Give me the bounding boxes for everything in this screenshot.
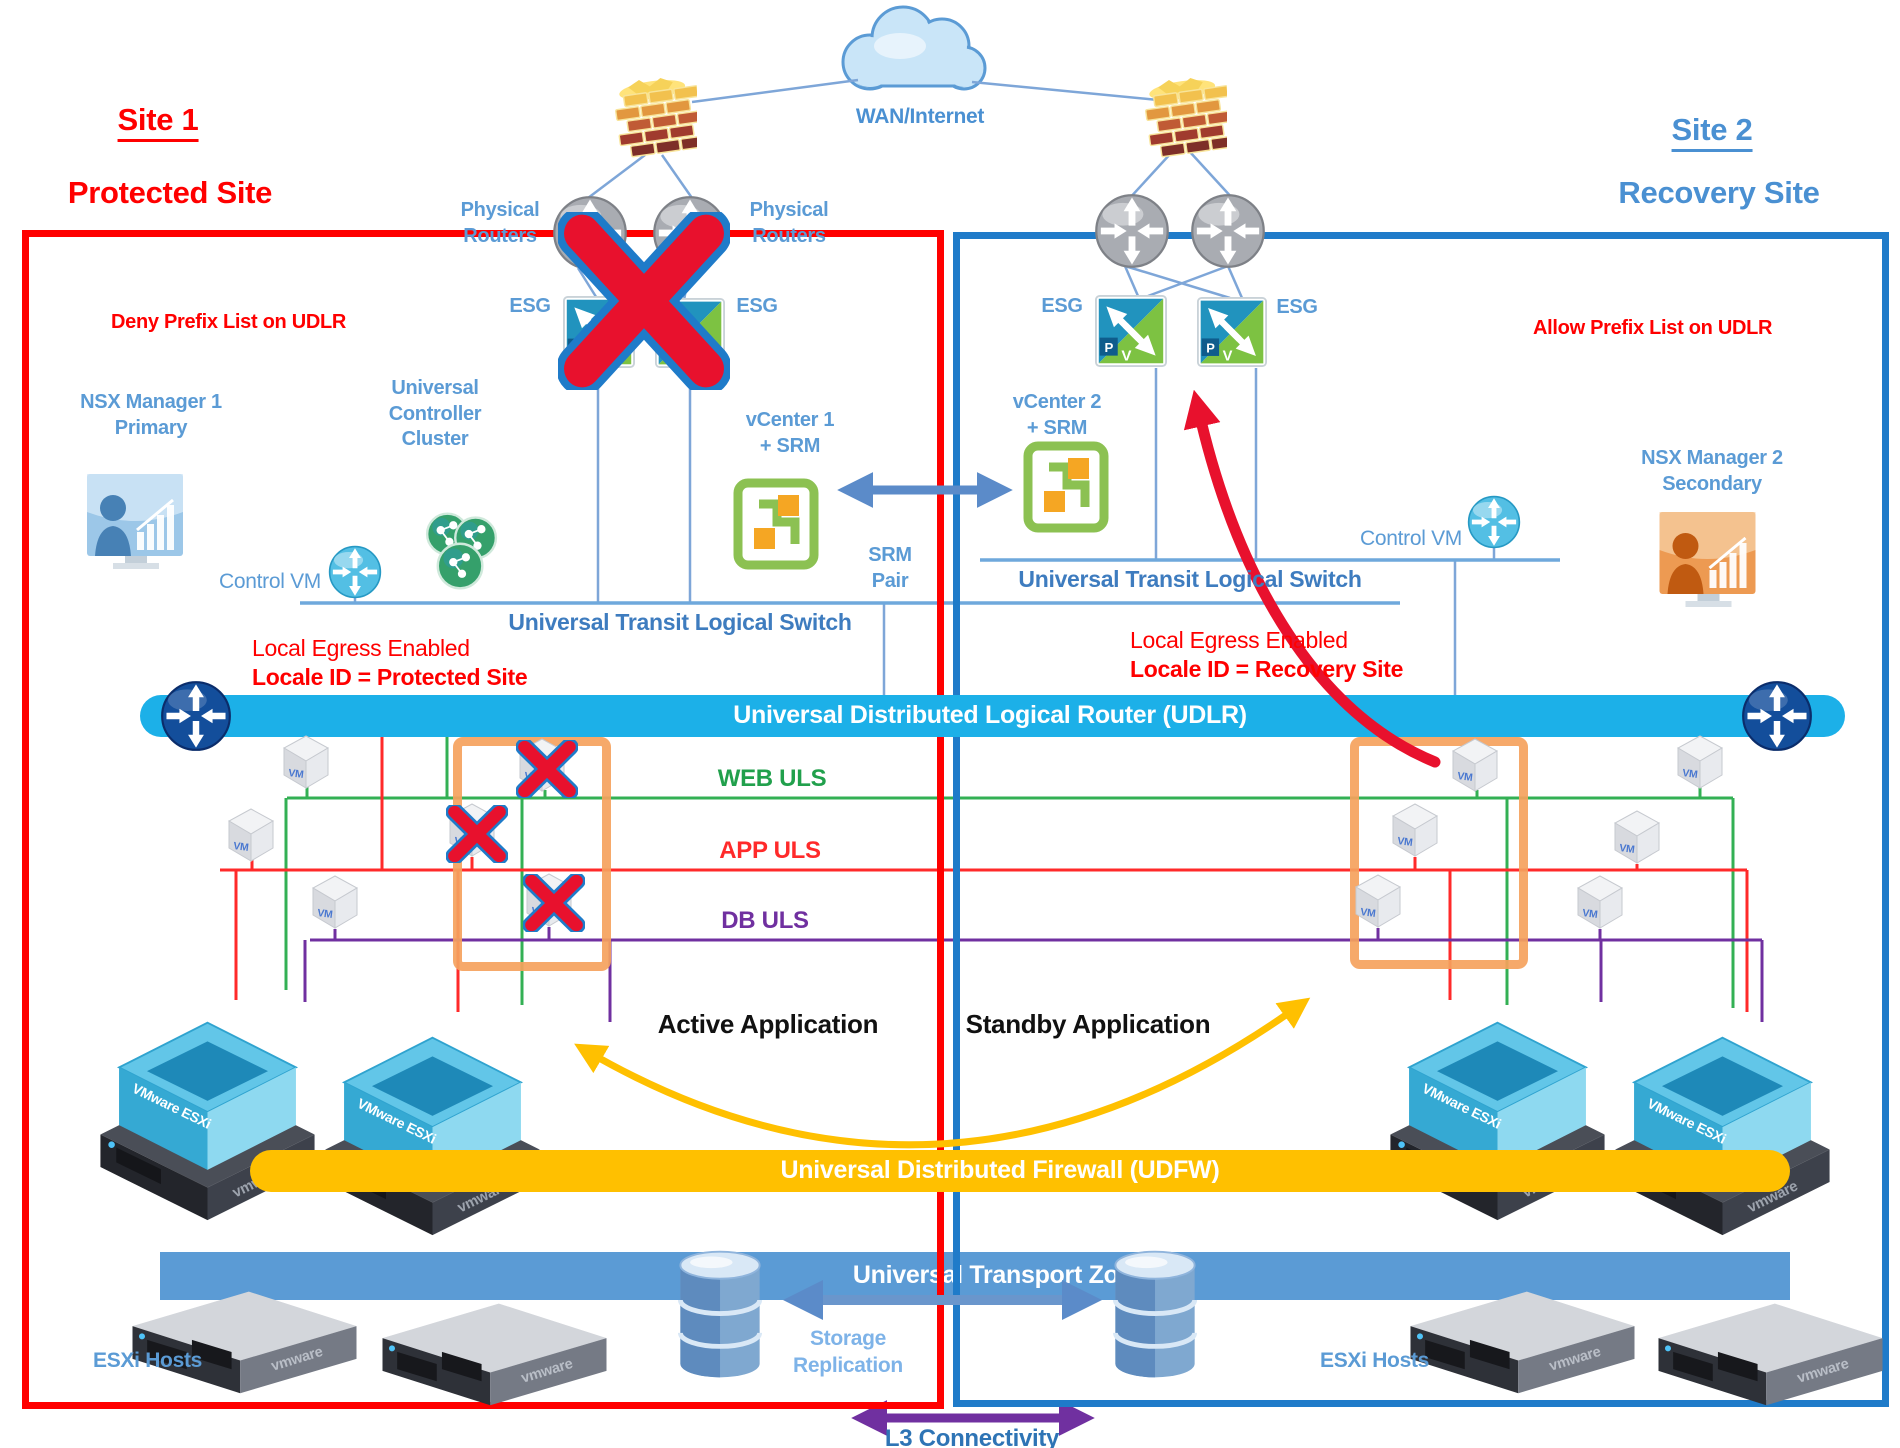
- esxi-server-icon: vmware: [362, 1295, 627, 1407]
- control-vm-label: Control VM: [1359, 527, 1462, 550]
- esxi-app-box: vmware VMware ESXi: [1385, 965, 1610, 1235]
- l3-connectivity-label: L3 Connectivity: [884, 1425, 1060, 1448]
- site1-subtitle: Protected Site: [67, 175, 273, 210]
- udlr-label: Universal Distributed Logical Router (UD…: [733, 701, 1247, 729]
- active-application-label: Active Application: [657, 1009, 879, 1039]
- esxi-app-box: vmware VMware ESXi: [1610, 980, 1835, 1250]
- wan-label: WAN/Internet: [855, 105, 985, 128]
- failed-vm-x-icon: [516, 740, 578, 798]
- esxi-app-box: vmware VMware ESXi: [320, 980, 545, 1250]
- control-vm-icon: [1467, 495, 1521, 549]
- udfw-label: Universal Distributed Firewall (UDFW): [780, 1156, 1220, 1184]
- web-uls-label: WEB ULS: [717, 765, 827, 792]
- firewall-icon: [1145, 76, 1227, 158]
- site2-highlight-box: [1350, 737, 1528, 969]
- control-vm-label: Control VM: [218, 570, 321, 593]
- esxi-server-icon: vmware: [112, 1283, 377, 1395]
- vm-cube: VM: [312, 875, 358, 929]
- vcenter-srm-icon: [1023, 441, 1109, 533]
- vcenter-2-label: vCenter 2+ SRM: [1012, 391, 1102, 439]
- udfw-bar: Universal Distributed Firewall (UDFW): [250, 1150, 1790, 1192]
- failed-vm-x-icon: [523, 874, 585, 932]
- storage-icon: [1108, 1242, 1203, 1387]
- vm-cube: VM: [1392, 803, 1438, 857]
- svg-text:V: V: [1121, 347, 1131, 364]
- udlr-bar: Universal Distributed Logical Router (UD…: [140, 695, 1845, 737]
- site1-prefix-note: Deny Prefix List on UDLR: [111, 311, 347, 333]
- svg-text:VM: VM: [1619, 842, 1636, 856]
- utls-site1-label: Universal Transit Logical Switch: [508, 609, 852, 635]
- svg-text:P: P: [1104, 340, 1113, 355]
- utz-label: Universal Transport Zone: [852, 1261, 1148, 1289]
- standby-application-label: Standby Application: [965, 1009, 1211, 1039]
- vm-cube: VM: [228, 808, 274, 862]
- esg-label: ESG: [1041, 295, 1083, 317]
- svg-text:VM: VM: [1582, 907, 1599, 921]
- vm-cube: VM: [1577, 875, 1623, 929]
- svg-text:VM: VM: [1397, 835, 1414, 849]
- vm-cube: VM: [1614, 810, 1660, 864]
- esxi-hosts-label: ESXi Hosts: [93, 1349, 203, 1372]
- nsx-manager-1-icon: [85, 472, 185, 572]
- vm-cube: VM: [1452, 738, 1498, 792]
- svg-text:VM: VM: [288, 767, 305, 781]
- svg-text:VM: VM: [1360, 906, 1377, 920]
- site2-title: Site 2: [1671, 110, 1753, 152]
- svg-text:VM: VM: [1682, 767, 1699, 781]
- nsx-manager-2-icon: [1655, 510, 1760, 610]
- db-uls-label: DB ULS: [721, 907, 809, 934]
- esg-label: ESG: [509, 295, 551, 317]
- esg-icon: P V: [1197, 297, 1267, 367]
- esxi-server-icon: vmware: [1638, 1295, 1900, 1407]
- esxi-hosts-label: ESXi Hosts: [1320, 1349, 1430, 1372]
- vcenter-srm-icon: [733, 478, 819, 570]
- control-vm-icon: [328, 545, 382, 599]
- udlr-router-icon: [1741, 680, 1813, 752]
- vm-cube: VM: [1677, 735, 1723, 789]
- site1-title: Site 1: [117, 100, 199, 142]
- esxi-app-box: vmware VMware ESXi: [95, 965, 320, 1235]
- vm-cube: VM: [283, 735, 329, 789]
- esg-icon: P V: [1095, 295, 1167, 367]
- firewall-icon: [615, 76, 697, 158]
- failed-link-x-icon: [558, 212, 730, 390]
- svg-text:VM: VM: [233, 840, 250, 854]
- physical-router-icon: [1190, 193, 1266, 269]
- svg-text:VM: VM: [317, 907, 334, 921]
- esg-label: ESG: [1276, 296, 1318, 318]
- physical-router-icon: [1094, 193, 1170, 269]
- esg-label: ESG: [736, 295, 778, 317]
- storage-icon: [673, 1242, 768, 1387]
- svg-text:P: P: [1206, 340, 1215, 355]
- failed-vm-x-icon: [446, 805, 508, 863]
- svg-text:VM: VM: [1457, 770, 1474, 784]
- vcenter-1-label: vCenter 1+ SRM: [745, 409, 835, 457]
- wan-cloud-icon: [841, 5, 987, 91]
- site2-prefix-note: Allow Prefix List on UDLR: [1533, 317, 1773, 339]
- site2-subtitle: Recovery Site: [1618, 175, 1820, 210]
- vm-cube: VM: [1355, 874, 1401, 928]
- controller-cluster-icon: [418, 505, 506, 597]
- udlr-router-icon: [160, 680, 232, 752]
- utls-site2-label: Universal Transit Logical Switch: [1018, 566, 1362, 592]
- web-uls-line: [284, 737, 1735, 1008]
- esxi-server-icon: vmware: [1390, 1283, 1655, 1395]
- uplink-lines: [353, 78, 1496, 697]
- app-uls-label: APP ULS: [719, 837, 821, 864]
- svg-text:V: V: [1223, 349, 1233, 365]
